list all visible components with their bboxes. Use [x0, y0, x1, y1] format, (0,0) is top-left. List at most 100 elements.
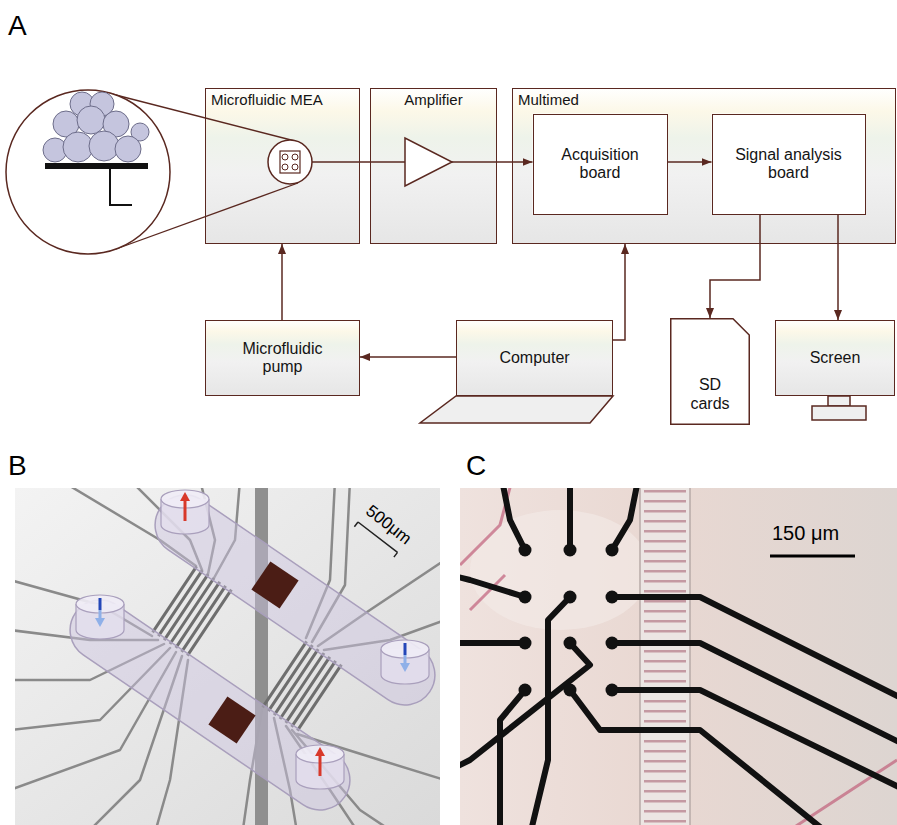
- cell: [90, 92, 114, 116]
- electrode: [519, 544, 532, 557]
- chip-body: [15, 488, 440, 825]
- port-cylinder: [381, 649, 429, 684]
- connector-arrow: [668, 161, 712, 163]
- node-label: Multimed: [518, 91, 579, 108]
- reference-electrode: [251, 561, 298, 608]
- amplifier-box: Amplifier: [370, 88, 497, 244]
- outflow-arrow: [99, 610, 102, 618]
- electrode-bar: [45, 163, 148, 169]
- zoom-circle: [6, 90, 170, 254]
- port-cylinder: [76, 595, 124, 613]
- pump-box: Microfluidic pump: [205, 320, 360, 396]
- signal-wire: [370, 161, 405, 163]
- node-label: Microfluidic pump: [228, 340, 338, 377]
- panel-letter: A: [8, 10, 27, 42]
- cell: [103, 111, 129, 137]
- fluidic-channel: [143, 488, 440, 717]
- microchannels: [644, 488, 686, 825]
- cell: [115, 136, 141, 162]
- node-label: SD cards: [685, 376, 735, 413]
- connector-arrow: [360, 356, 456, 358]
- board-box: Acquisition board: [533, 114, 668, 215]
- chip-port: [282, 154, 288, 160]
- sd-card-outline: [671, 319, 750, 425]
- channel-band: [640, 488, 690, 825]
- port-cylinder: [296, 754, 344, 789]
- panel-letter: B: [8, 450, 27, 482]
- node-label: Signal analysis board: [721, 146, 857, 183]
- electrode: [564, 637, 577, 650]
- cell: [89, 131, 119, 161]
- render-background: [15, 488, 440, 825]
- electrode-traces: [15, 488, 440, 825]
- electrode-wire: [110, 169, 132, 205]
- chip-symbol: [280, 151, 300, 173]
- connector-arrow: [360, 161, 370, 163]
- amplifier-triangle: [405, 138, 452, 186]
- scale-label: 500μm: [362, 501, 415, 549]
- micrograph-background: [460, 488, 897, 825]
- electrode: [564, 684, 577, 697]
- outflow-arrow: [95, 618, 105, 627]
- system-box: MultimedAcquisition board Signal analysis…: [512, 88, 896, 244]
- monitor-box: Screen: [775, 320, 895, 396]
- chip-port: [292, 164, 298, 170]
- connector-arrow: [837, 215, 839, 321]
- connector-arrow: [281, 244, 283, 320]
- signal-wire: [312, 161, 360, 163]
- computer-screen: Computer: [456, 320, 613, 396]
- electrode: [606, 637, 619, 650]
- reference-electrode: [208, 696, 255, 743]
- node-label: Microfluidic MEA: [211, 91, 323, 108]
- port-cylinder: [161, 490, 209, 508]
- cell: [70, 92, 94, 116]
- cell: [43, 138, 67, 162]
- box-fill: [775, 320, 895, 396]
- inflow-arrow: [315, 747, 325, 756]
- box-fill: [712, 114, 866, 215]
- microchannel-comb: [153, 566, 342, 730]
- amplifier-symbol: [370, 138, 497, 186]
- chip-rendering: [15, 488, 440, 825]
- chip-circle: [268, 140, 312, 184]
- scale-bar: [770, 555, 855, 558]
- laptop-base: [420, 396, 613, 423]
- connector-arrow: [613, 244, 625, 340]
- connector-arrow: [710, 215, 760, 319]
- chip-port: [282, 164, 288, 170]
- inflow-arrow: [184, 501, 187, 521]
- box-fill: [456, 320, 613, 396]
- electrode: [564, 591, 577, 604]
- chip-micrograph: [460, 488, 897, 825]
- electrode: [564, 544, 577, 557]
- port-cylinder: [296, 745, 344, 763]
- chip-port: [292, 154, 298, 160]
- electrode: [606, 544, 619, 557]
- box-fill: [205, 88, 360, 244]
- box-fill: [512, 88, 896, 244]
- inflow-arrow: [319, 756, 322, 776]
- device-box: Microfluidic MEA: [205, 88, 360, 244]
- box-fill: [370, 88, 497, 244]
- cell: [63, 132, 93, 162]
- fluidic-channel: [58, 588, 361, 821]
- cell: [77, 106, 105, 134]
- signal-wire: [452, 161, 497, 163]
- electrode-dots: [519, 544, 619, 697]
- channel-wall: [640, 488, 690, 825]
- zoom-line: [116, 183, 298, 249]
- light-patch: [470, 510, 650, 630]
- outflow-arrow: [404, 643, 407, 655]
- faint-trace: [460, 488, 897, 825]
- box-fill: [205, 320, 360, 396]
- wide-trace: [255, 488, 268, 825]
- electrode-traces: [460, 488, 897, 825]
- monitor-foot: [812, 406, 866, 420]
- cell: [131, 123, 149, 141]
- electrode: [519, 684, 532, 697]
- cell: [53, 111, 79, 137]
- outflow-arrow: [404, 655, 407, 663]
